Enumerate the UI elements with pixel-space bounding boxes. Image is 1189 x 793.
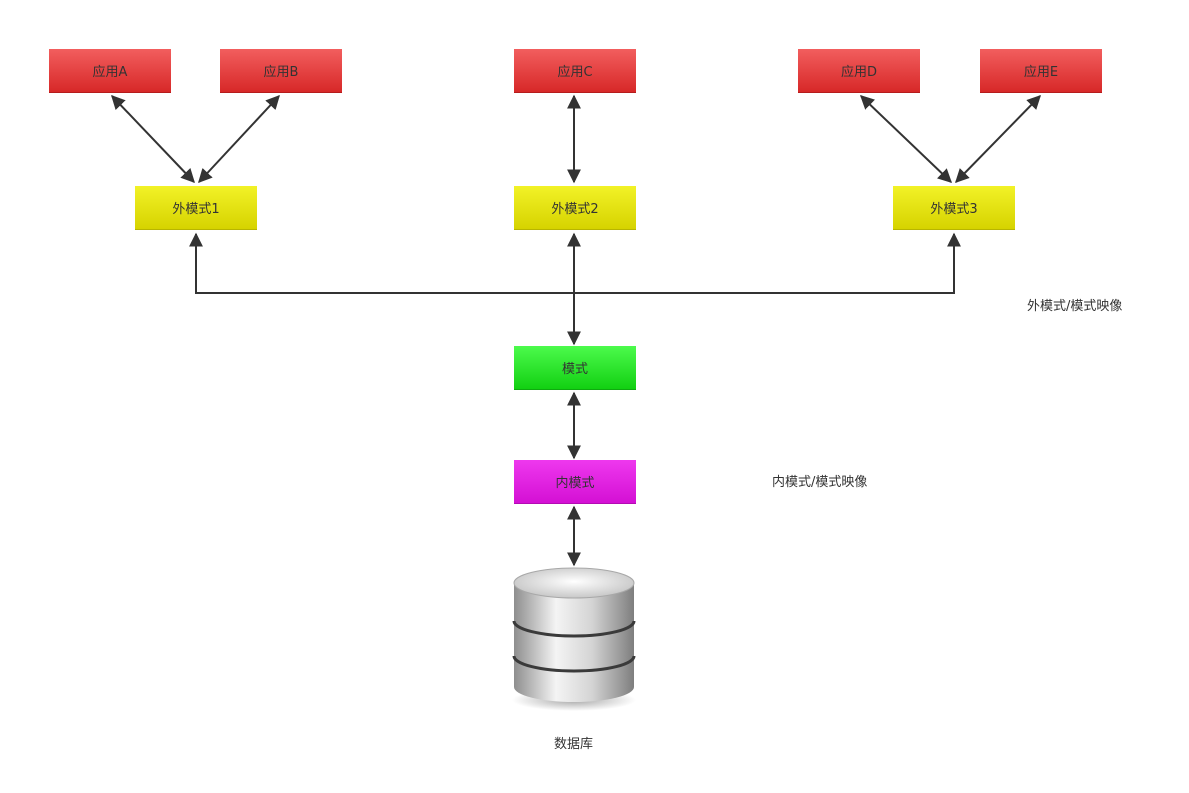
arrow-app-d-to-schema-3 — [859, 95, 953, 183]
app-c-box: 应用C — [514, 49, 636, 93]
arrow-app-a-to-schema-1 — [111, 94, 195, 184]
app-d-box: 应用D — [798, 49, 920, 93]
database-label: 数据库 — [554, 737, 594, 752]
app-a-box: 应用A — [49, 49, 171, 93]
app-e-box: 应用E — [980, 49, 1102, 93]
external-schema-3-box: 外模式3 — [893, 186, 1015, 230]
internal-schema-mapping-label: 内模式/模式映像 — [772, 475, 868, 490]
external-schema-1-box: 外模式1 — [135, 186, 257, 230]
arrow-app-e-to-schema-3 — [955, 94, 1041, 184]
app-b-box: 应用B — [220, 49, 342, 93]
schema-box: 模式 — [514, 346, 636, 390]
database-icon — [512, 567, 636, 711]
bus-schema-1 — [189, 232, 574, 294]
external-schema-mapping-label: 外模式/模式映像 — [1027, 299, 1123, 314]
internal-schema-box: 内模式 — [514, 460, 636, 504]
external-schema-2-box: 外模式2 — [514, 186, 636, 230]
arrow-app-b-to-schema-1 — [198, 94, 280, 184]
bus-schema-3 — [574, 232, 961, 294]
